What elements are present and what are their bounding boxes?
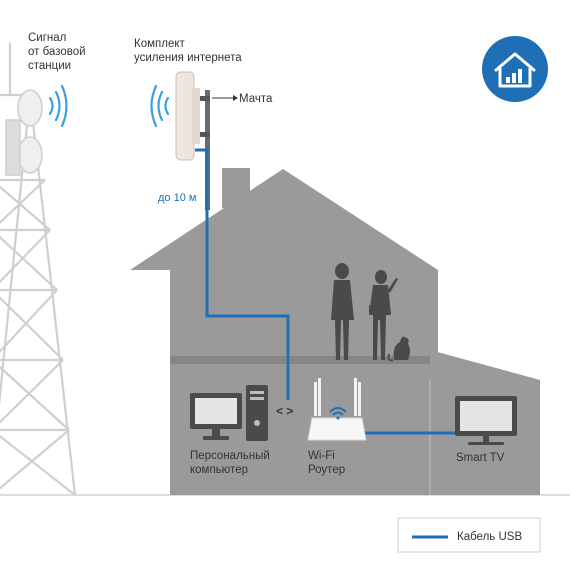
house <box>130 168 540 495</box>
chimney <box>222 168 250 208</box>
legend-label: Кабель USB <box>457 531 523 543</box>
house-floor-slab <box>170 356 432 364</box>
antenna-panel <box>175 71 195 161</box>
wifi-router-icon <box>307 378 367 441</box>
smart-tv-icon <box>455 396 517 445</box>
pc-label-line1: Персональный <box>190 450 270 462</box>
kit-label-line1: Комплект <box>134 38 185 50</box>
usb-cable <box>195 148 290 400</box>
cell-tower <box>0 45 77 496</box>
pc-monitor-icon <box>190 393 242 440</box>
tv-label: Smart TV <box>456 452 505 464</box>
kit-label: Комплект усиления интернета <box>134 37 242 65</box>
tower-antenna-dishes <box>5 42 43 176</box>
pc-tower-icon <box>246 385 268 441</box>
mast-label: Мачта <box>239 93 273 105</box>
router-label: Wi-Fi Роутер <box>308 449 345 477</box>
signal-label-line2: от базовой <box>28 46 86 58</box>
house-signal-icon <box>482 36 548 102</box>
kit-label-line2: усиления интернета <box>134 52 242 64</box>
signal-label: Сигнал от базовой станции <box>28 31 86 73</box>
signal-label-line3: станции <box>28 60 72 72</box>
pc-label-line2: компьютер <box>190 464 248 476</box>
distance-label: до 10 м <box>158 192 197 204</box>
people-silhouettes <box>331 263 410 362</box>
tower-signal-waves-icon <box>48 84 68 128</box>
router-label-line2: Роутер <box>308 464 346 476</box>
legend <box>397 517 541 553</box>
connector-label: < > <box>276 404 294 418</box>
signal-label-line1: Сигнал <box>28 32 67 44</box>
antenna-signal-waves-icon <box>150 84 170 128</box>
pc-label: Персональный компьютер <box>190 449 270 477</box>
router-label-line1: Wi-Fi <box>308 450 335 462</box>
